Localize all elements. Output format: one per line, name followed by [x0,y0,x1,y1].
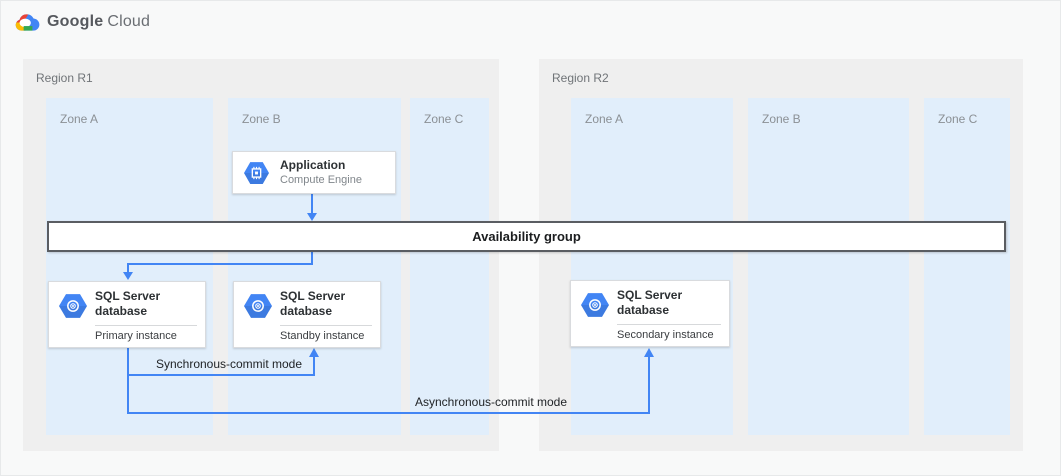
sql-standby-instance-label: Standby instance [280,330,365,342]
region-r1-label: Region R1 [36,71,93,85]
card-divider [280,325,372,326]
cloud-sql-icon [581,293,609,317]
zone-label: Zone A [585,112,624,126]
zone-label: Zone B [242,112,281,126]
card-divider [95,325,197,326]
region-r2-zone-c: Zone C [924,98,1010,435]
google-cloud-logo-icon [15,14,40,31]
zone-label: Zone A [60,112,99,126]
sql-secondary-node: SQL Server database Secondary instance [570,280,730,347]
cloud-sql-icon [244,294,272,318]
region-r2-zone-b: Zone B [748,98,909,435]
application-title: Application [280,158,346,172]
sql-secondary-instance-label: Secondary instance [617,329,714,341]
sql-standby-title: SQL Server database [280,289,346,318]
region-r1-zone-b: Zone B [228,98,401,435]
sql-standby-node: SQL Server database Standby instance [233,281,381,348]
availability-group-label: Availability group [472,229,581,244]
region-r1-zone-a: Zone A [46,98,213,435]
sql-secondary-title: SQL Server database [617,288,683,317]
zone-label: Zone C [938,112,978,126]
region-r2-zone-a: Zone A [571,98,733,435]
region-r2-label: Region R2 [552,71,609,85]
cloud-sql-icon [59,294,87,318]
sql-primary-node: SQL Server database Primary instance [48,281,206,348]
sql-primary-instance-label: Primary instance [95,330,177,342]
sql-primary-title: SQL Server database [95,289,161,318]
sync-commit-mode-label: Synchronous-commit mode [155,357,303,371]
application-node: Application Compute Engine [232,151,396,194]
card-divider [617,324,721,325]
zone-label: Zone C [424,112,464,126]
application-subtitle: Compute Engine [280,174,362,186]
async-commit-mode-label: Asynchronous-commit mode [414,395,568,409]
availability-group-bar: Availability group [47,221,1006,252]
region-r1-zone-c: Zone C [410,98,489,435]
compute-engine-icon [244,162,269,184]
zone-label: Zone B [762,112,801,126]
